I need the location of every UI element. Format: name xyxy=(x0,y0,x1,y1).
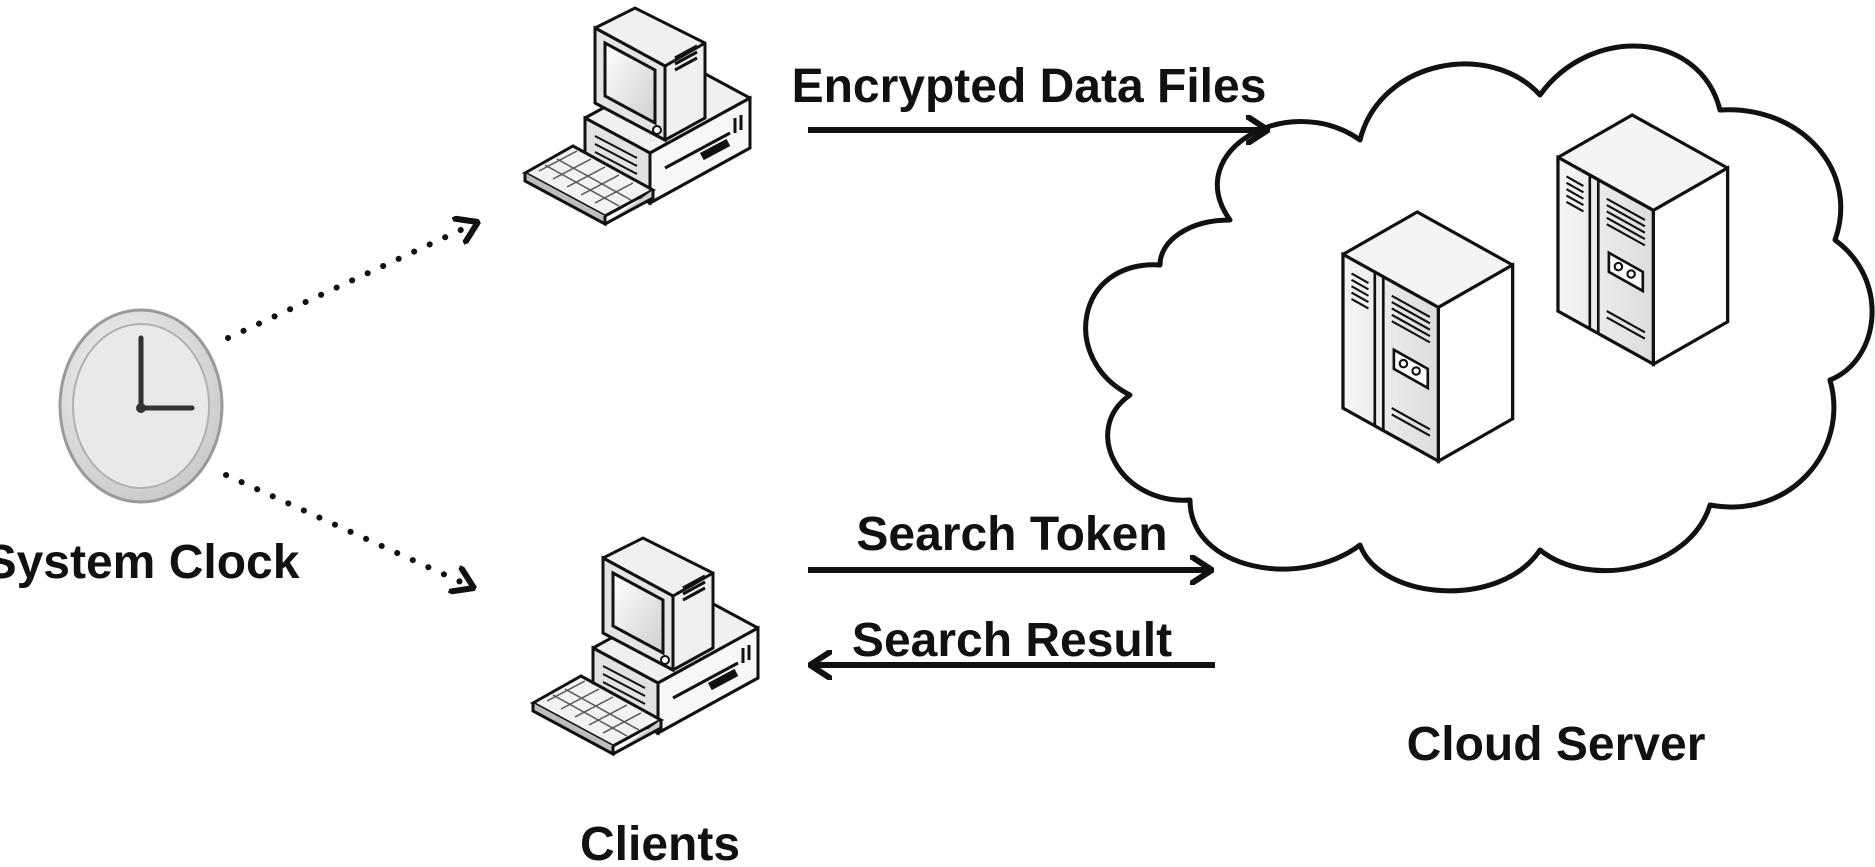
cloud-server-label: Cloud Server xyxy=(1407,718,1706,771)
client-computer-icon xyxy=(523,6,752,226)
system-clock-label: System Clock xyxy=(0,536,300,589)
encrypted-data-files-label: Encrypted Data Files xyxy=(792,60,1267,113)
clock-icon xyxy=(58,308,224,504)
server-tower-icon xyxy=(1556,113,1730,366)
server-tower-icon xyxy=(1341,210,1515,463)
clock-to-client-bottom-arrow xyxy=(223,472,477,588)
client-computer-icon xyxy=(531,536,760,756)
search-token-label: Search Token xyxy=(856,508,1167,561)
clock-to-client-top-arrow xyxy=(225,222,481,341)
clients-label: Clients xyxy=(580,818,740,867)
search-result-label: Search Result xyxy=(852,614,1172,667)
